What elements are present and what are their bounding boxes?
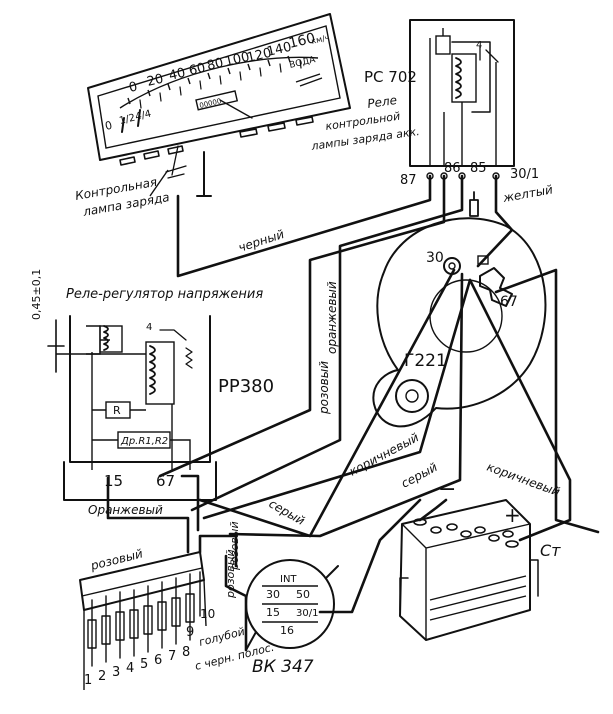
wire-label-orange-1: оранжевый xyxy=(325,281,339,354)
fuse-8: 8 xyxy=(182,645,190,660)
instrument-cluster: 0 20 40 60 80 100 120 140 160 км/ч ВОДА … xyxy=(87,13,351,197)
resistor-r-label: R xyxy=(113,404,121,417)
wire-relay-85 xyxy=(190,174,464,512)
starter-label: Ст xyxy=(540,541,561,560)
fuel-label-full: 4/4 xyxy=(134,109,152,123)
fuse-1: 1 xyxy=(84,673,92,688)
wire-label-pink-1: розовый xyxy=(317,361,331,415)
switch-contact-30-1: 30/1 xyxy=(296,608,318,619)
regulator-title: Реле-регулятор напряжения xyxy=(66,287,263,302)
resistor-d xyxy=(117,431,171,449)
speed-label-80: 80 xyxy=(206,56,225,74)
resistor-r xyxy=(105,401,131,419)
relay-caption-1: Реле xyxy=(366,93,397,111)
switch-contact-int: INT xyxy=(280,574,297,585)
battery-minus: − xyxy=(438,477,456,502)
fuse-4: 4 xyxy=(126,661,134,676)
generator-terminal-30: 30 xyxy=(426,250,444,266)
regulator-mark: 4 xyxy=(146,322,152,333)
speed-unit: км/ч xyxy=(310,33,330,46)
wire-brown-2 xyxy=(468,278,572,542)
relay-terminal-87: 87 xyxy=(400,173,417,188)
relay-terminal-86: 86 xyxy=(444,161,461,176)
wire-label-blue: голубой xyxy=(198,625,246,649)
wire-switch-30-1 xyxy=(318,498,422,614)
wire-label-pink-2: розовый xyxy=(88,546,144,573)
speed-label-120: 120 xyxy=(246,46,274,66)
relay-coil-mark: 4 xyxy=(476,40,482,51)
fuse-7: 7 xyxy=(168,649,176,664)
regulator-name: РР380 xyxy=(218,376,274,397)
wire-orange-fuse xyxy=(106,476,190,554)
wire-yellow xyxy=(476,174,514,268)
ignition-switch-name: ВК 347 xyxy=(252,657,314,677)
speed-label-40: 40 xyxy=(168,66,187,84)
fuel-label-0: 0 xyxy=(104,119,114,133)
wire-relay-86 xyxy=(158,174,446,478)
generator-name: Г221 xyxy=(404,351,447,371)
wires xyxy=(106,174,600,652)
fuse-5: 5 xyxy=(140,657,148,672)
switch-contact-50: 50 xyxy=(296,588,310,601)
fuse-block xyxy=(79,551,207,690)
wire-brown-1 xyxy=(202,278,472,520)
relay-terminal-30-1: 30/1 xyxy=(510,167,539,182)
fuse-10: 10 xyxy=(200,607,215,621)
wire-black xyxy=(176,174,432,278)
fuse-6: 6 xyxy=(154,653,162,668)
voltage-regulator: 4 xyxy=(47,315,217,501)
wire-label-orange-2: Оранжевый xyxy=(88,503,163,517)
battery-plus: + xyxy=(504,503,521,527)
ignition-switch xyxy=(245,559,339,651)
regulator-side-value: 0,45±0,1 xyxy=(30,269,43,320)
speed-label-60: 60 xyxy=(188,61,207,79)
relay-terminal-85: 85 xyxy=(470,161,487,176)
wire-blue xyxy=(224,554,248,652)
odometer-window xyxy=(195,90,239,111)
wire-label-grey-1: серый xyxy=(399,460,440,491)
speed-label-160: 160 xyxy=(287,30,317,52)
wire-label-brown-2: коричневый xyxy=(485,460,562,499)
fuel-label-half: 1/2 xyxy=(118,113,136,127)
switch-contact-30: 30 xyxy=(266,588,280,601)
speed-label-140: 140 xyxy=(266,40,294,60)
relay-rs702: 4 xyxy=(409,19,515,167)
wire-pink-fuse xyxy=(198,534,238,568)
wire-grey-2 xyxy=(228,272,464,538)
resistor-d-label: Др.R1,R2 xyxy=(120,436,168,447)
speed-scale-ticks xyxy=(127,55,302,109)
wire-label-pink-3: розовый xyxy=(228,521,241,571)
relay-name: РС 702 xyxy=(364,68,417,86)
wire-battery-minus xyxy=(418,498,448,522)
wire-label-pink-4: розовый xyxy=(224,549,237,599)
wire-67-regulator xyxy=(180,474,200,532)
wire-label-yellow: желтый xyxy=(501,182,554,205)
speed-label-100: 100 xyxy=(224,50,252,70)
switch-contact-15: 15 xyxy=(266,606,280,619)
wire-generator-67 xyxy=(494,268,600,534)
generator-g221 xyxy=(372,191,547,428)
fuse-links xyxy=(87,571,201,667)
switch-contact-16: 16 xyxy=(280,624,294,637)
fuse-2: 2 xyxy=(98,669,106,684)
speed-label-0: 0 xyxy=(128,79,139,95)
fuse-9: 9 xyxy=(186,625,194,640)
speed-label-20: 20 xyxy=(146,72,165,90)
battery xyxy=(399,499,539,641)
fuse-3: 3 xyxy=(112,665,120,680)
generator-terminal-67: 67 xyxy=(500,294,518,310)
